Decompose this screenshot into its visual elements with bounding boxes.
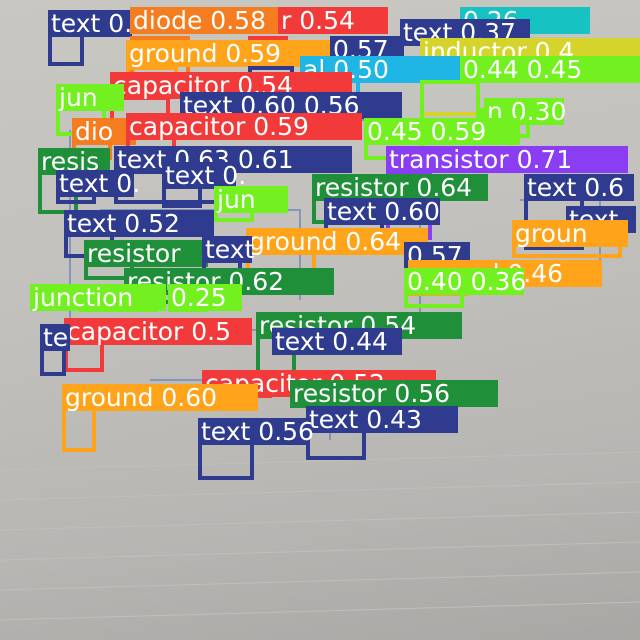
capacitor-label: r 0.54 (278, 7, 388, 34)
diode-label: diode 0.58 (130, 7, 278, 34)
text-label: text 0. (48, 10, 132, 37)
text-label: text 0.56 (198, 418, 314, 445)
junction-label: 0.40 0.36 (404, 268, 526, 295)
junction-label: 0.25 (168, 284, 242, 311)
capacitor-label: capacitor 0.59 (126, 113, 362, 140)
text-label: text 0.52 (64, 210, 214, 237)
junction-label: jun (56, 84, 124, 111)
junction-label: 0.44 0.45 (460, 56, 640, 83)
text-label: text 0.60 (324, 198, 440, 225)
junction-label: jun (214, 186, 288, 213)
ground-label: groun (512, 220, 628, 247)
capacitor-label: capacitor 0.5 (64, 318, 252, 345)
ground-label: ground 0.59 (126, 40, 366, 67)
text-label: text (202, 236, 254, 263)
ground-label: ground 0.60 (62, 384, 258, 411)
text-label: te (40, 324, 70, 351)
text-label: text 0.44 (272, 328, 402, 355)
junction-label: 0.45 0.59 (364, 118, 520, 145)
diode-label: dio (72, 118, 136, 145)
ground-label: ground 0.64 (246, 228, 428, 255)
transistor-label: transistor 0.71 (386, 146, 628, 173)
text-label: text 0. (56, 170, 140, 197)
text-label: text 0.43 (306, 406, 458, 433)
resistor-label: resistor 0.64 (312, 174, 488, 201)
resistor-label: resistor 0.56 (290, 380, 498, 407)
resistor-label: resistor (84, 240, 208, 267)
junction-label: junction (30, 284, 166, 311)
text-label: text 0.63 0.61 (114, 146, 352, 173)
text-label: text 0. (162, 162, 246, 189)
text-label: text 0.6 (524, 174, 634, 201)
